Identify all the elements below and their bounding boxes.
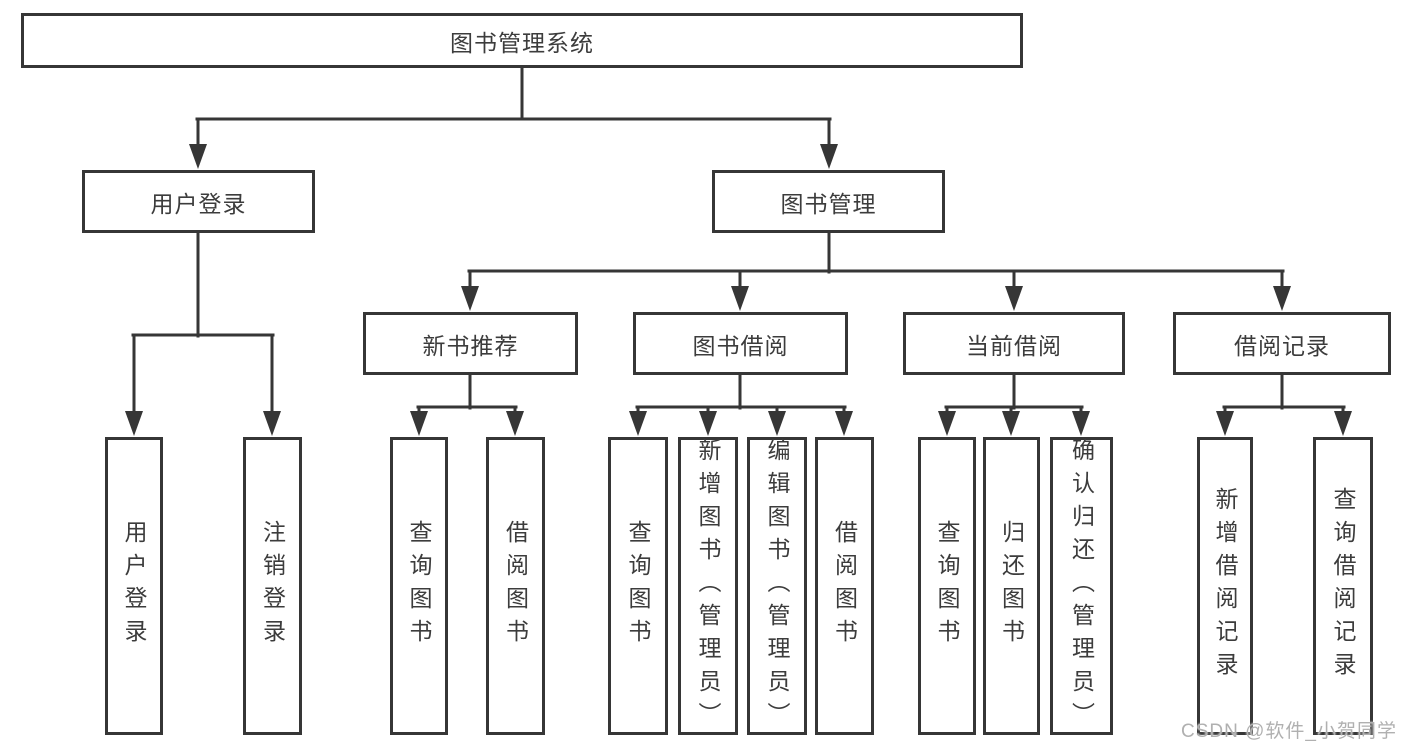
node-new-book-recommend: 新书推荐 <box>363 312 578 375</box>
leaf-add-book-admin: 新增图书（管理员） <box>678 437 738 735</box>
leaf-query-borrow-record-label: 查询借阅记录 <box>1330 487 1356 685</box>
leaf-borrow-books-recommend: 借阅图书 <box>486 437 545 735</box>
leaf-user-login-label: 用户登录 <box>121 520 147 652</box>
node-library-system: 图书管理系统 <box>21 13 1023 68</box>
leaf-logout-login-label: 注销登录 <box>259 520 286 652</box>
node-current-borrowing-label: 当前借阅 <box>966 332 1062 359</box>
connector-borrowing-to-leaves <box>629 373 853 436</box>
leaf-add-borrow-record: 新增借阅记录 <box>1197 437 1253 735</box>
leaf-confirm-return-admin: 确认归还（管理员） <box>1050 437 1113 735</box>
connector-recommend-to-leaves <box>410 373 524 436</box>
leaf-borrow-books-borrowing-label: 借阅图书 <box>831 520 858 652</box>
leaf-query-books-current: 查询图书 <box>918 437 976 735</box>
leaf-query-borrow-record: 查询借阅记录 <box>1313 437 1373 735</box>
node-book-borrowing-label: 图书借阅 <box>692 332 789 359</box>
node-book-borrowing: 图书借阅 <box>633 312 848 375</box>
leaf-add-borrow-record-label: 新增借阅记录 <box>1212 487 1238 685</box>
leaf-user-login: 用户登录 <box>105 437 163 735</box>
leaf-query-books-borrowing: 查询图书 <box>608 437 668 735</box>
node-library-system-label: 图书管理系统 <box>450 29 594 56</box>
leaf-query-books-current-label: 查询图书 <box>934 520 960 652</box>
leaf-add-book-admin-label: 新增图书（管理员） <box>695 437 721 735</box>
leaf-confirm-return-admin-label: 确认归还（管理员） <box>1068 437 1095 735</box>
connector-login-to-leaves <box>125 231 281 436</box>
node-book-management-label: 图书管理 <box>780 190 877 217</box>
leaf-query-books-borrowing-label: 查询图书 <box>625 520 651 652</box>
node-user-login: 用户登录 <box>82 170 315 233</box>
node-new-book-recommend-label: 新书推荐 <box>422 332 519 359</box>
node-current-borrowing: 当前借阅 <box>903 312 1125 375</box>
csdn-watermark: CSDN @软件_小贺同学 <box>1181 721 1397 742</box>
leaf-query-books-recommend: 查询图书 <box>390 437 448 735</box>
leaf-borrow-books-borrowing: 借阅图书 <box>815 437 874 735</box>
node-user-login-label: 用户登录 <box>150 190 247 217</box>
leaf-edit-book-admin-label: 编辑图书（管理员） <box>764 437 790 735</box>
connector-records-to-leaves <box>1216 373 1352 436</box>
node-borrowing-records-label: 借阅记录 <box>1234 332 1330 359</box>
connector-current-to-leaves <box>938 373 1090 436</box>
leaf-return-books: 归还图书 <box>983 437 1040 735</box>
connector-root-to-level2 <box>189 66 838 169</box>
node-book-management: 图书管理 <box>712 170 945 233</box>
leaf-edit-book-admin: 编辑图书（管理员） <box>747 437 807 735</box>
leaf-query-books-recommend-label: 查询图书 <box>406 520 432 652</box>
connector-mgmt-to-level3 <box>461 231 1291 311</box>
leaf-borrow-books-recommend-label: 借阅图书 <box>502 520 529 652</box>
leaf-logout-login: 注销登录 <box>243 437 302 735</box>
leaf-return-books-label: 归还图书 <box>998 520 1025 652</box>
node-borrowing-records: 借阅记录 <box>1173 312 1391 375</box>
